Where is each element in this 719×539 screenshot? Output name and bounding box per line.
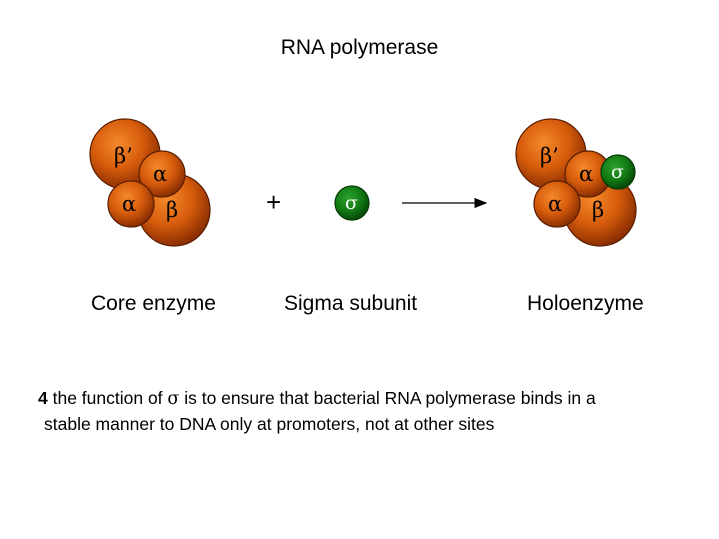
core-alpha-subunit-left	[107, 180, 155, 228]
core-alpha-top-label: α	[153, 162, 167, 186]
note-line-2: stable manner to DNA only at promoters, …	[44, 414, 495, 434]
note-text-part1: the function of	[47, 388, 168, 408]
holoenzyme-caption: Holoenzyme	[527, 292, 644, 315]
note-line-1: 4 the function of σ is to ensure that ba…	[38, 386, 698, 412]
note-text-part2: is to ensure that bacterial RNA polymera…	[179, 388, 596, 408]
sigma-label: σ	[345, 192, 358, 214]
explanatory-note: 4 the function of σ is to ensure that ba…	[38, 386, 698, 437]
note-sigma-symbol: σ	[167, 389, 180, 409]
holo-sigma-label: σ	[611, 161, 624, 183]
core-beta-prime-label: β’	[114, 144, 133, 168]
holo-sigma-subunit	[600, 154, 636, 190]
sigma-subunit-caption: Sigma subunit	[284, 292, 418, 315]
plus-sign: +	[266, 187, 282, 217]
holo-beta-label: β	[592, 198, 604, 222]
core-enzyme-group: β’ α α β	[89, 118, 211, 247]
core-beta-label: β	[166, 198, 178, 222]
core-alpha-subunit-top	[138, 150, 186, 198]
holo-beta-prime-label: β’	[540, 144, 559, 168]
holoenzyme-group: β’ α α β σ	[515, 118, 637, 247]
core-enzyme-caption: Core enzyme	[91, 292, 216, 315]
holo-alpha-left-label: α	[548, 192, 562, 216]
sigma-group: σ	[334, 185, 370, 221]
core-alpha-left-label: α	[122, 192, 136, 216]
sigma-subunit	[334, 185, 370, 221]
note-bullet-number: 4	[38, 388, 48, 408]
diagram-title: RNA polymerase	[280, 36, 439, 59]
holo-alpha-top-label: α	[579, 162, 593, 186]
holo-alpha-subunit-left	[533, 180, 581, 228]
